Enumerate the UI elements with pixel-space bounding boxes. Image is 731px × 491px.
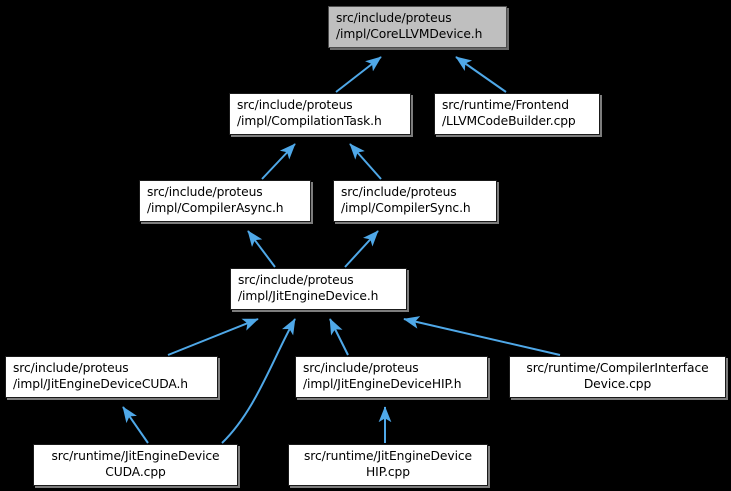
edge-jit_engine_device_cuda_cpp-to-jit_engine_device_h <box>221 318 296 444</box>
node-llvm_code_builder_cpp[interactable]: src/runtime/Frontend /LLVMCodeBuilder.cp… <box>434 93 600 135</box>
node-jit_engine_device_hip_h[interactable]: src/include/proteus /impl/JitEngineDevic… <box>295 356 488 398</box>
node-label-compilation_task_h: src/include/proteus /impl/CompilationTas… <box>237 98 382 128</box>
node-jit_engine_device_h[interactable]: src/include/proteus /impl/JitEngineDevic… <box>230 268 407 310</box>
node-jit_engine_device_cuda_h[interactable]: src/include/proteus /impl/JitEngineDevic… <box>5 356 218 398</box>
node-label-jit_engine_device_cuda_h: src/include/proteus /impl/JitEngineDevic… <box>13 361 189 391</box>
node-compiler_interface_device_cpp[interactable]: src/runtime/CompilerInterface Device.cpp <box>509 356 726 398</box>
node-label-llvm_code_builder_cpp: src/runtime/Frontend /LLVMCodeBuilder.cp… <box>442 98 576 128</box>
node-compiler_sync_h[interactable]: src/include/proteus /impl/CompilerSync.h <box>333 180 497 222</box>
node-jit_engine_device_hip_cpp[interactable]: src/runtime/JitEngineDevice HIP.cpp <box>288 444 488 486</box>
edge-compiler_sync_h-to-compilation_task_h <box>349 143 382 180</box>
node-compilation_task_h[interactable]: src/include/proteus /impl/CompilationTas… <box>229 93 411 135</box>
node-jit_engine_device_cuda_cpp[interactable]: src/runtime/JitEngineDevice CUDA.cpp <box>33 444 238 486</box>
edge-compiler_interface_device_cpp-to-jit_engine_device_h <box>403 316 561 356</box>
node-core_llvm_device_h[interactable]: src/include/proteus /impl/CoreLLVMDevice… <box>328 6 507 48</box>
node-label-jit_engine_device_h: src/include/proteus /impl/JitEngineDevic… <box>238 273 379 303</box>
node-label-compiler_interface_device_cpp: src/runtime/CompilerInterface Device.cpp <box>526 361 709 391</box>
node-label-jit_engine_device_cuda_cpp: src/runtime/JitEngineDevice CUDA.cpp <box>51 449 220 479</box>
edge-jit_engine_device_hip_h-to-jit_engine_device_h <box>329 318 349 356</box>
node-compiler_async_h[interactable]: src/include/proteus /impl/CompilerAsync.… <box>139 180 311 222</box>
edge-llvm_code_builder_cpp-to-core_llvm_device_h <box>455 56 507 93</box>
edge-jit_engine_device_cuda_h-to-jit_engine_device_h <box>167 318 259 356</box>
node-label-core_llvm_device_h: src/include/proteus /impl/CoreLLVMDevice… <box>336 11 483 41</box>
edge-jit_engine_device_h-to-compiler_async_h <box>247 230 276 268</box>
edge-compilation_task_h-to-core_llvm_device_h <box>335 56 382 93</box>
edge-compiler_async_h-to-compilation_task_h <box>261 143 296 180</box>
edge-jit_engine_device_cuda_cpp-to-jit_engine_device_cuda_h <box>122 406 149 444</box>
node-label-compiler_async_h: src/include/proteus /impl/CompilerAsync.… <box>147 185 284 215</box>
node-label-jit_engine_device_hip_cpp: src/runtime/JitEngineDevice HIP.cpp <box>303 449 473 479</box>
edge-jit_engine_device_h-to-compiler_sync_h <box>344 230 379 268</box>
node-label-jit_engine_device_hip_h: src/include/proteus /impl/JitEngineDevic… <box>303 361 462 391</box>
node-label-compiler_sync_h: src/include/proteus /impl/CompilerSync.h <box>341 185 471 215</box>
